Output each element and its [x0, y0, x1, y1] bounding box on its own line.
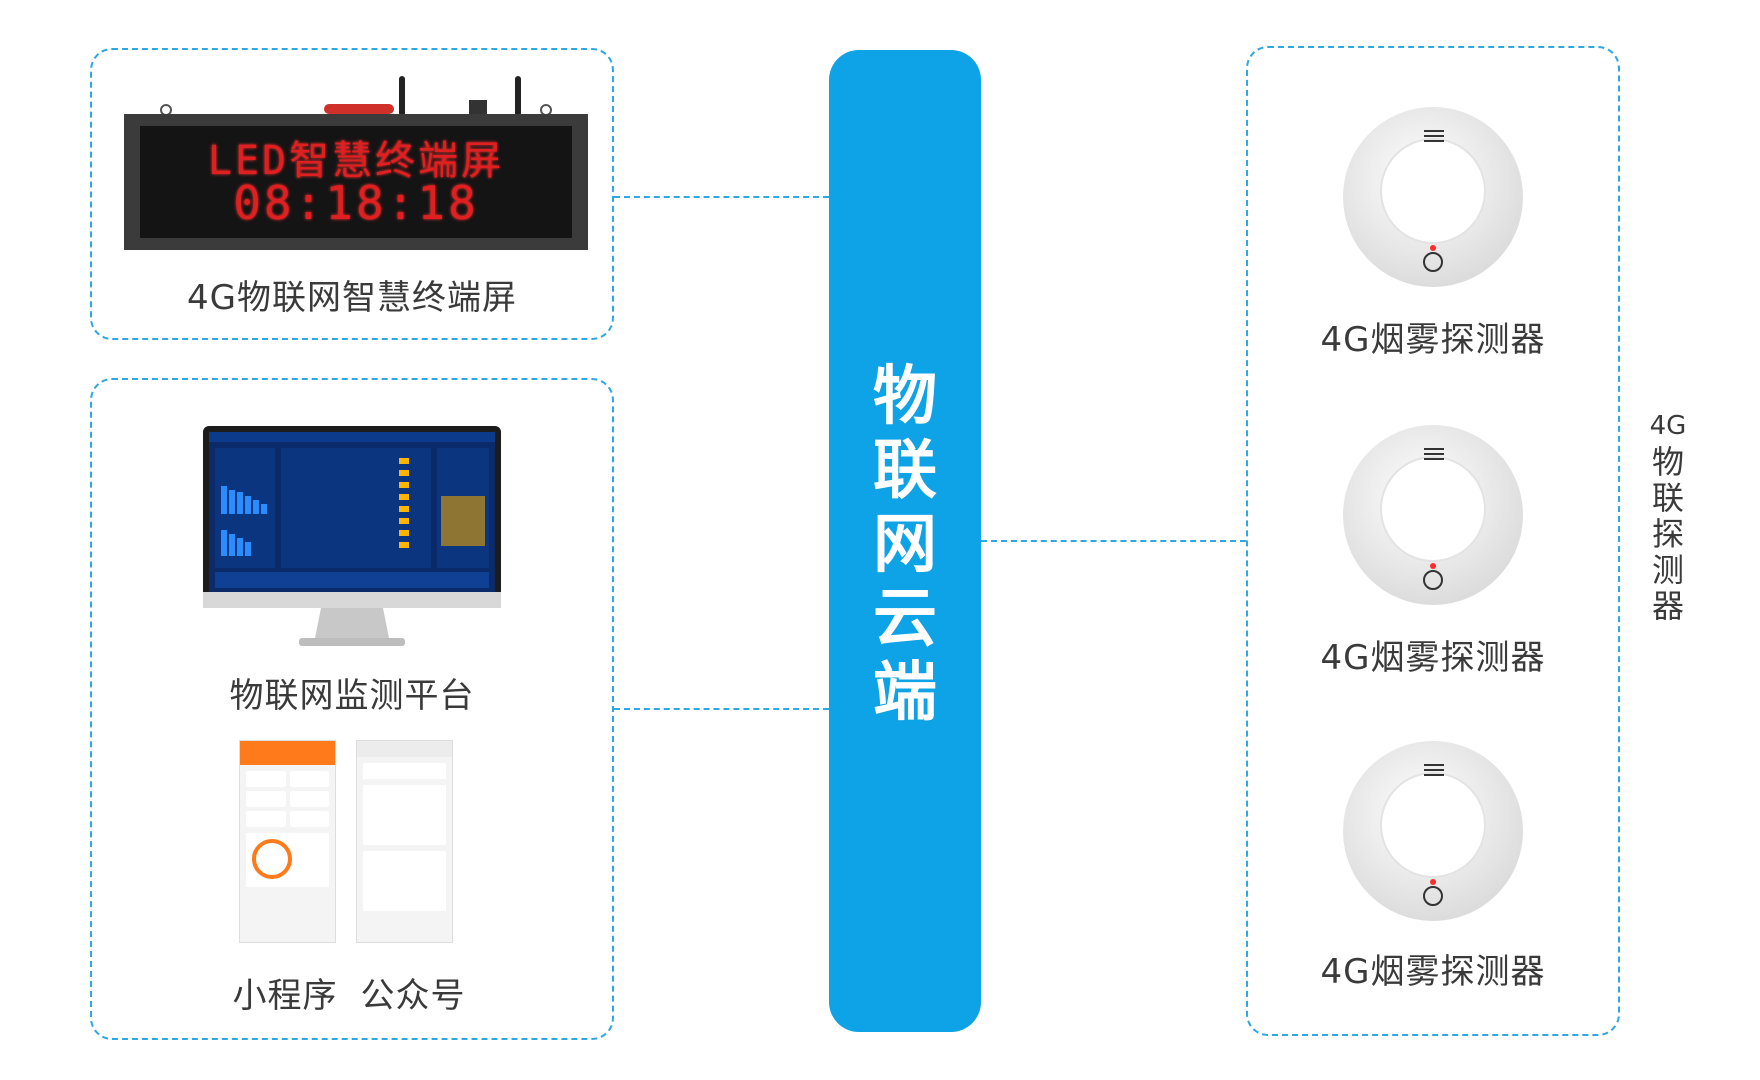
iot-cloud-char: 联 — [873, 434, 937, 508]
monitor-graphic — [203, 426, 501, 646]
led-screen-caption: 4G物联网智慧终端屏 — [187, 278, 517, 318]
detector-group-char: 物 — [1651, 443, 1684, 481]
iot-cloud-label: 物 联 网 云 端 — [829, 360, 981, 730]
platform-box — [90, 378, 614, 1040]
led-device-frame — [124, 76, 588, 250]
detector-group-char: 器 — [1651, 587, 1684, 625]
detector-group-char: 测 — [1651, 551, 1684, 589]
led-display: LED智慧终端屏 08:18:18 — [124, 114, 588, 249]
iot-cloud: 物 联 网 云 端 — [829, 50, 981, 1032]
official-account-screenshot — [356, 740, 453, 943]
platform-caption: 物联网监测平台 — [229, 676, 475, 716]
detector-group-char: 4G — [1649, 411, 1687, 441]
iot-cloud-char: 网 — [873, 508, 937, 582]
mini-program-caption: 小程序 — [232, 976, 338, 1016]
detector-group-char: 联 — [1651, 479, 1684, 517]
detector-group-char: 探 — [1651, 515, 1684, 553]
detector-group-label: 4G 物 联 探 测 器 — [1648, 408, 1688, 624]
led-device — [124, 60, 588, 250]
detector-group-box — [1246, 46, 1620, 1036]
iot-cloud-char: 云 — [873, 582, 937, 656]
led-screen-box — [90, 48, 614, 340]
smoke-detector-icon — [1343, 741, 1523, 921]
led-display-line1: LED智慧终端屏 — [207, 138, 505, 184]
monitor-icon — [203, 426, 501, 648]
detector-caption-2: 4G烟雾探测器 — [1320, 638, 1546, 678]
led-display-line2: 08:18:18 — [233, 176, 479, 230]
official-account-caption: 公众号 — [360, 976, 466, 1016]
smoke-detector-icon — [1343, 425, 1523, 605]
smoke-detector-icon — [1343, 107, 1523, 287]
connector-led-cloud — [614, 196, 829, 198]
mini-program-screenshot — [239, 740, 336, 943]
iot-cloud-char: 物 — [873, 360, 937, 434]
detector-caption-1: 4G烟雾探测器 — [1320, 320, 1546, 360]
connector-platform-cloud — [614, 708, 829, 710]
connector-cloud-detectors — [981, 540, 1246, 542]
iot-cloud-char: 端 — [873, 656, 937, 730]
detector-caption-3: 4G烟雾探测器 — [1320, 952, 1546, 992]
